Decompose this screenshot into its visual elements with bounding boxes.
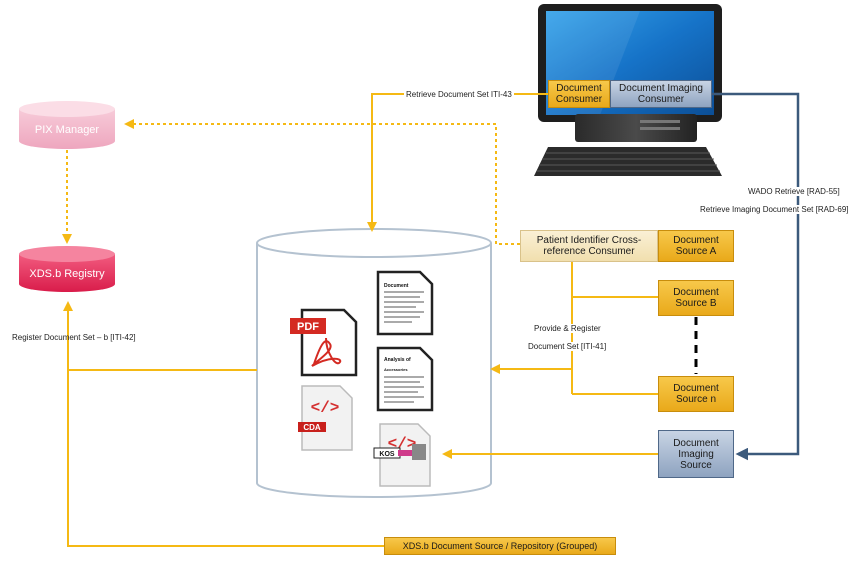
- retrieve-imaging-document-set-label: Retrieve Imaging Document Set [RAD-69]: [700, 205, 849, 214]
- svg-text:</>: </>: [311, 399, 340, 417]
- xds-registry-label: XDS.b Registry: [29, 268, 105, 280]
- pix-manager-label: PIX Manager: [34, 124, 100, 136]
- xds-source-repository-box: XDS.b Document Source / Repository (Grou…: [384, 537, 616, 555]
- wado-retrieve-label: WADO Retrieve [RAD-55]: [748, 187, 840, 196]
- analysis-document-icon: Analysis of Accessories: [376, 346, 434, 412]
- document-imaging-consumer-box: Document Imaging Consumer: [610, 80, 712, 108]
- xds-registry-cylinder: [19, 246, 115, 292]
- kos-document-icon: </> KOS: [373, 423, 431, 487]
- pdf-label: PDF: [297, 321, 319, 333]
- svg-text:Accessories: Accessories: [384, 367, 408, 372]
- cda-label: CDA: [303, 423, 321, 432]
- pdf-document-icon: PDF: [290, 308, 358, 377]
- retrieve-document-set-arrow: [367, 93, 548, 232]
- provide-register-label-line2: Document Set [ITI-41]: [528, 342, 607, 351]
- text-document-icon: Document: [376, 270, 434, 336]
- document-source-n-box: Document Source n: [658, 376, 734, 412]
- retrieve-document-set-label: Retrieve Document Set ITI-43: [404, 90, 514, 99]
- document-source-a-box: Document Source A: [658, 230, 734, 262]
- document-consumer-box: Document Consumer: [548, 80, 610, 108]
- svg-text:Analysis of: Analysis of: [384, 357, 411, 363]
- patient-identifier-xref-consumer-box: Patient Identifier Cross-reference Consu…: [520, 230, 658, 262]
- grouped-bracket-line: [67, 370, 384, 547]
- cda-document-icon: </> CDA: [298, 385, 353, 451]
- pix-manager-cylinder: [19, 101, 115, 149]
- document-imaging-source-box: Document Imaging Source: [658, 430, 734, 478]
- pix-query-dotted-arrow: [124, 119, 520, 245]
- register-document-set-label: Register Document Set – b [ITI-42]: [12, 333, 136, 342]
- provide-register-label-line1: Provide & Register: [534, 324, 601, 333]
- document-source-b-box: Document Source B: [658, 280, 734, 316]
- wado-retrieve-arrow: [712, 92, 800, 461]
- kos-label: KOS: [379, 451, 395, 458]
- svg-text:Document: Document: [384, 283, 409, 289]
